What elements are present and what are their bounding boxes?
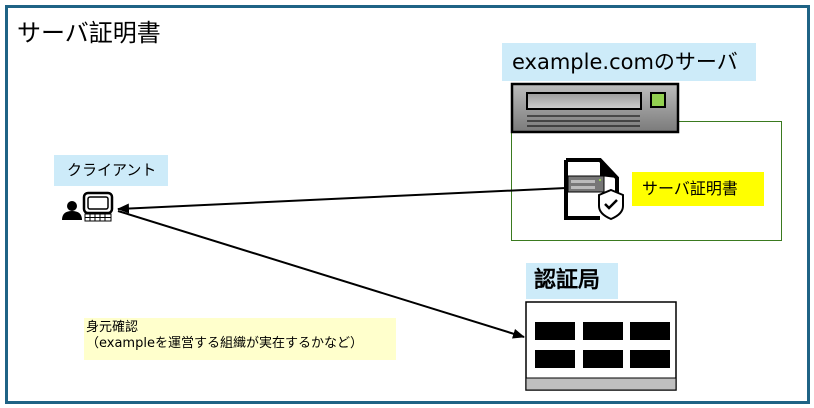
server-icon [510,82,680,134]
certificate-authority-label: 認証局 [526,263,618,299]
client-icon [62,191,114,222]
server-label: example.comのサーバ [502,43,756,81]
client-label: クライアント [54,155,168,186]
server-certificate-icon [564,158,624,221]
client-to-ca-arrow [117,210,525,339]
server-certificate-label: サーバ証明書 [632,172,764,206]
certificate-to-client-arrow [117,187,567,214]
note-line-1: 身元確認 [86,320,139,335]
diagram-frame [5,5,810,404]
diagram-title: サーバ証明書 [17,19,161,47]
note-line-2: （exampleを運営する組織が実在するかなど） [86,336,363,351]
certificate-authority-icon [525,301,677,391]
identity-verification-note: 身元確認 （exampleを運営する組織が実在するかなど） [84,318,396,360]
